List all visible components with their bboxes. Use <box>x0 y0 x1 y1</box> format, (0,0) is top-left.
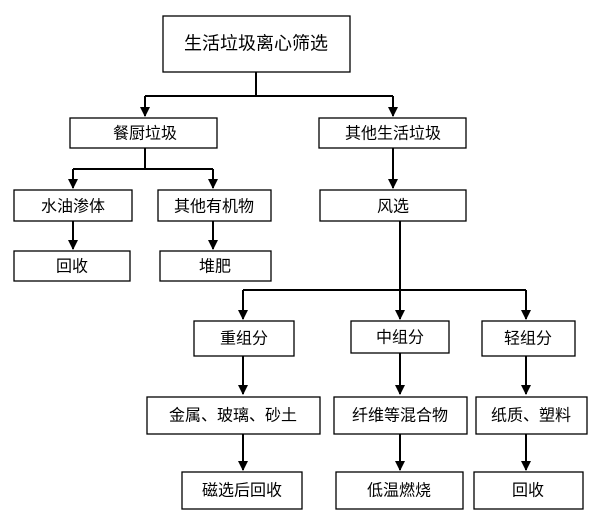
node-compost: 堆肥 <box>159 250 272 282</box>
node-magnetic-recycle: 磁选后回收 <box>181 471 303 510</box>
node-light: 轻组分 <box>481 320 576 357</box>
node-medium-label: 中组分 <box>376 328 424 347</box>
edge-kitchen-split <box>73 148 213 170</box>
edge-root-split <box>145 72 393 97</box>
node-low-temp-burn: 低温燃烧 <box>335 471 464 510</box>
node-recycle-1: 回收 <box>13 250 131 282</box>
node-fiber-mix: 纤维等混合物 <box>333 396 468 435</box>
node-heavy: 重组分 <box>193 320 295 357</box>
node-paper-plastic: 纸质、塑料 <box>475 396 588 435</box>
node-metal-glass-sand-label: 金属、玻璃、砂土 <box>169 406 297 425</box>
node-fiber-mix-label: 纤维等混合物 <box>352 406 448 425</box>
node-metal-glass-sand: 金属、玻璃、砂土 <box>146 396 321 435</box>
node-other-waste-label: 其他生活垃圾 <box>345 124 441 143</box>
node-root-label: 生活垃圾离心筛选 <box>184 34 328 55</box>
node-recycle-2: 回收 <box>473 471 584 510</box>
node-magnetic-recycle-label: 磁选后回收 <box>202 481 282 500</box>
node-other-organic: 其他有机物 <box>157 189 272 222</box>
node-other-organic-label: 其他有机物 <box>174 197 254 216</box>
node-water-oil-label: 水油渗体 <box>41 197 105 216</box>
node-recycle-2-label: 回收 <box>512 481 544 500</box>
node-paper-plastic-label: 纸质、塑料 <box>491 406 571 425</box>
edges <box>68 72 531 471</box>
node-recycle-1-label: 回收 <box>56 257 88 276</box>
node-wind-sorting-label: 风选 <box>377 197 409 216</box>
node-water-oil: 水油渗体 <box>13 189 133 222</box>
node-kitchen-waste: 餐厨垃圾 <box>69 117 218 149</box>
node-wind-sorting: 风选 <box>319 189 467 222</box>
node-low-temp-burn-label: 低温燃烧 <box>367 481 431 500</box>
node-light-label: 轻组分 <box>504 329 552 348</box>
node-compost-label: 堆肥 <box>199 257 231 276</box>
node-other-waste: 其他生活垃圾 <box>318 117 467 149</box>
edge-wind-split <box>243 221 526 291</box>
node-medium: 中组分 <box>350 320 450 354</box>
node-root: 生活垃圾离心筛选 <box>162 15 351 73</box>
node-kitchen-waste-label: 餐厨垃圾 <box>113 124 177 143</box>
node-heavy-label: 重组分 <box>220 329 268 348</box>
